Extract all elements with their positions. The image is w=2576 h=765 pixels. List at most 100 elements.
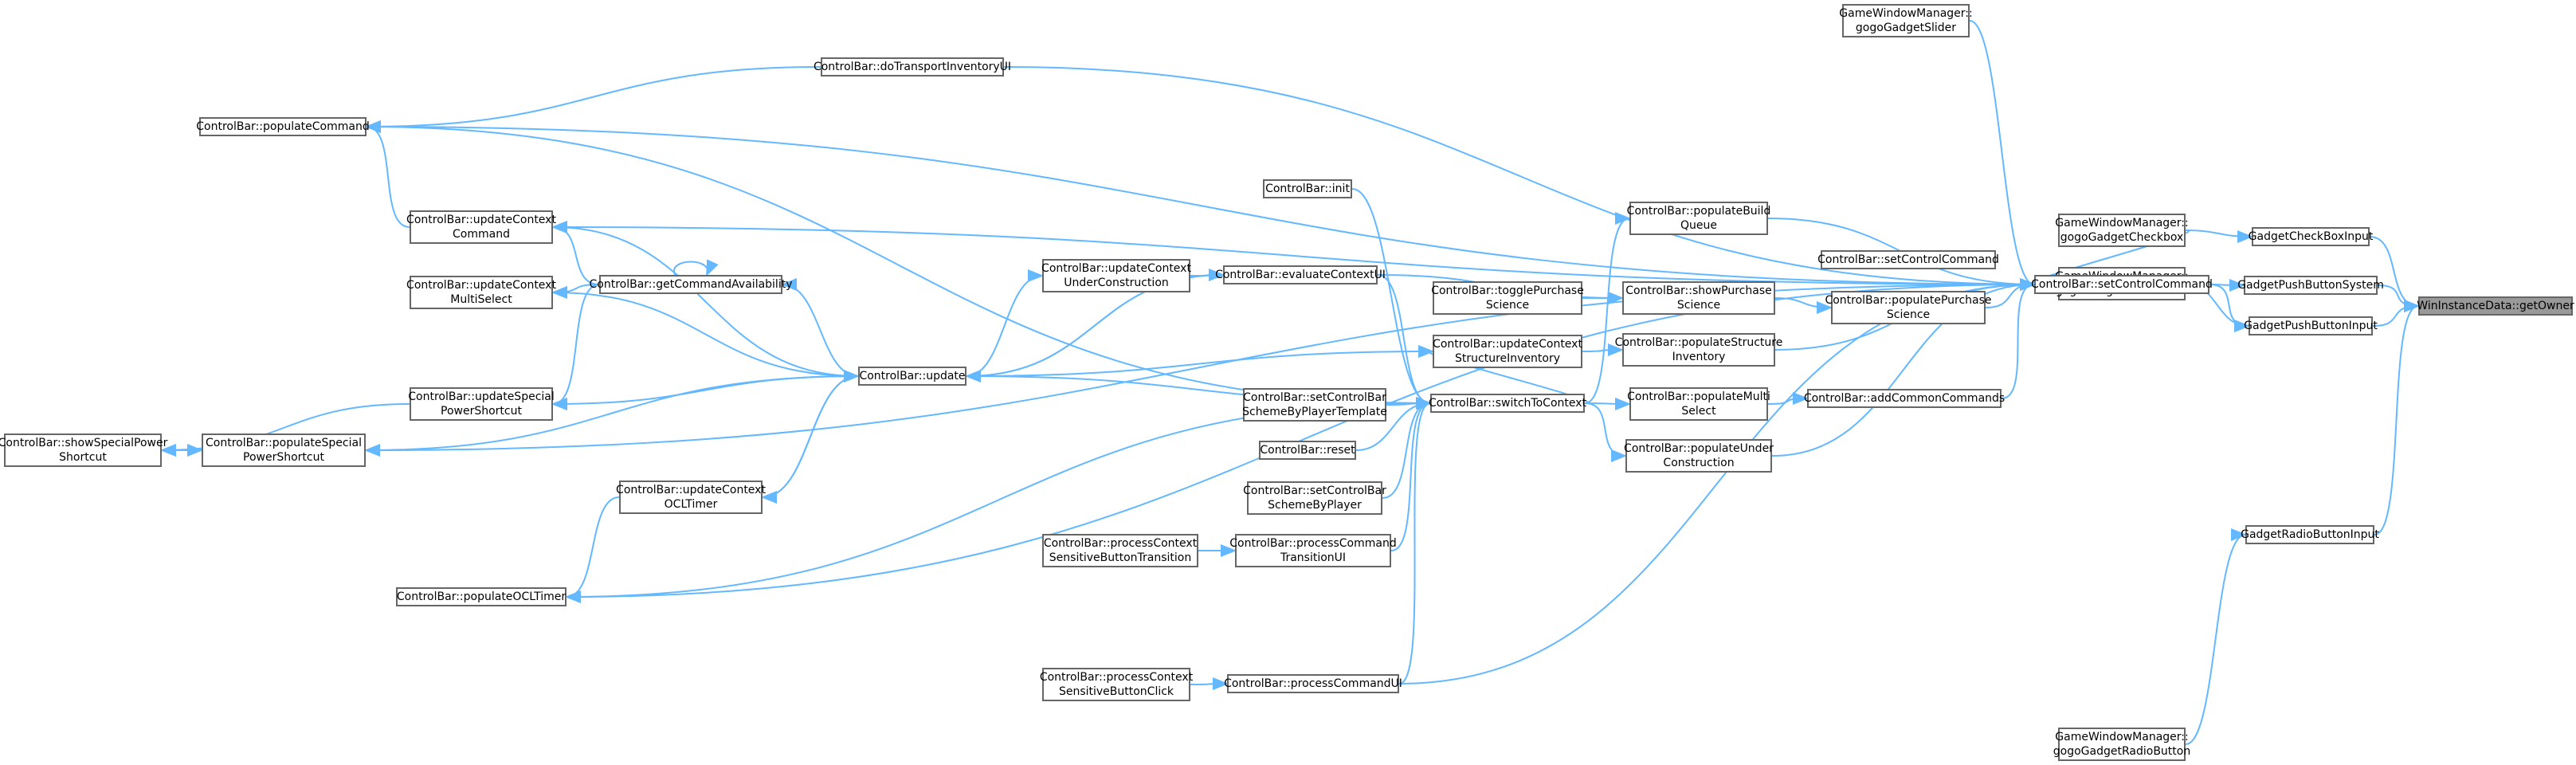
node-switch-to-context[interactable]: ControlBar::switchToContext: [1429, 394, 1587, 413]
node-gwm-gogo-gadget-checkbox[interactable]: GameWindowManager::gogoGadgetCheckbox: [2055, 214, 2189, 247]
node-label: ControlBar::showSpecialPower: [0, 437, 168, 449]
node-label-line2: gogoGadgetRadioButton: [2053, 745, 2191, 758]
edge-update-to-updateContextCommand: [551, 221, 859, 377]
edge-getCommandAvailability-to-updateContextMultiSelect: [551, 284, 600, 299]
node-label-line2: SensitiveButtonTransition: [1049, 551, 1192, 564]
node-label-line2: OCLTimer: [664, 498, 718, 511]
node-get-command-availability[interactable]: ControlBar::getCommandAvailability: [590, 275, 793, 294]
node-label: ControlBar::populateMulti: [1627, 390, 1770, 403]
edge-getCommandAvailability-to-updateSpecialPowerShortcut: [551, 284, 600, 410]
edge-gadgetRadioButtonInput-to-getOwner: [2374, 300, 2420, 536]
edge-update-to-updateContextMultiSelect: [551, 286, 859, 377]
node-gadget-check-box-input[interactable]: GadgetCheckBoxInput: [2249, 227, 2373, 246]
node-label: ControlBar::populateUnder: [1624, 442, 1774, 455]
edge-switchToContext-to-populateCommand: [365, 120, 1431, 404]
node-label-line2: gogoGadgetCheckbox: [2060, 231, 2184, 244]
node-label-line2: Construction: [1663, 457, 1735, 469]
edge-gwmGogoGadgetRadioButton-to-gadgetRadioButtonInput: [2185, 528, 2247, 745]
node-label: GadgetPushButtonSystem: [2237, 279, 2384, 292]
node-set-control-command[interactable]: ControlBar::setControlCommand: [2031, 275, 2213, 294]
node-label: ControlBar::updateContext: [406, 214, 556, 226]
node-label: ControlBar::populateOCLTimer: [396, 590, 567, 603]
node-label: ControlBar::processContext: [1039, 671, 1194, 684]
node-do-transport-inventory-ui[interactable]: ControlBar::doTransportInventoryUI: [814, 57, 1011, 76]
node-label-line2: PowerShortcut: [243, 451, 324, 464]
node-label-line2: SchemeByPlayer: [1268, 499, 1362, 512]
node-gadget-radio-button-input[interactable]: GadgetRadioButtonInput: [2241, 525, 2379, 544]
node-process-command-ui[interactable]: ControlBar::processCommandUI: [1224, 674, 1402, 693]
node-label: GameWindowManager::: [2055, 217, 2189, 230]
node-label: ControlBar::togglePurchase: [1431, 284, 1584, 297]
node-label: ControlBar::setControlBar: [1243, 484, 1386, 497]
node-label: ControlBar::populateBuild: [1626, 205, 1771, 218]
node-label: ControlBar::processContext: [1043, 537, 1198, 550]
node-label-line2: Science: [1886, 308, 1931, 321]
edge-switchToContext-to-populateBuildQueue: [1584, 212, 1631, 404]
node-label-line2: Shortcut: [59, 451, 107, 464]
node-label-line2: UnderConstruction: [1064, 277, 1169, 289]
edge-gwmGogoGadgetSlider-to-setControlCommand: [1969, 20, 2036, 291]
node-label: ControlBar::switchToContext: [1429, 397, 1587, 410]
node-populate-command[interactable]: ControlBar::populateCommand: [196, 117, 370, 136]
edge-processContextSensitiveButtonClick-to-processCommandUI: [1190, 677, 1229, 691]
node-populate-ocl-timer[interactable]: ControlBar::populateOCLTimer: [396, 587, 567, 606]
node-label-line2: SchemeByPlayerTemplate: [1242, 406, 1387, 418]
node-label: ControlBar::doTransportInventoryUI: [813, 61, 1012, 73]
node-reset[interactable]: ControlBar::reset: [1259, 441, 1356, 460]
node-winInstanceData-getOwner: WinInstanceData::getOwner: [2417, 296, 2574, 316]
edge-gwmGogoGadgetCheckbox-to-gadgetCheckBoxInput: [2185, 230, 2253, 243]
edge-showPurchaseScience-to-populatePurchaseScience: [1774, 297, 1833, 314]
node-label: ControlBar::updateContext: [406, 279, 556, 292]
node-label: GameWindowManager::: [1839, 7, 1973, 20]
node-label-line2: MultiSelect: [450, 293, 512, 306]
node-init[interactable]: ControlBar::init: [1263, 179, 1352, 198]
node-gadget-push-button-input[interactable]: GadgetPushButtonInput: [2244, 316, 2378, 335]
node-gwm-gogo-gadget-slider[interactable]: GameWindowManager::gogoGadgetSlider: [1839, 4, 1973, 37]
node-update[interactable]: ControlBar::update: [858, 367, 966, 386]
node-label-line2: Queue: [1680, 219, 1717, 232]
edge-updateContextStructureInventory-to-populateStructureInventory: [1582, 343, 1624, 357]
edge-updateContextCommand-to-setControlCommand: [552, 226, 2036, 291]
edge-getCommandAvailability-to-getCommandAvailability: [672, 259, 719, 277]
node-evaluate-context-ui[interactable]: ControlBar::evaluateContextUI: [1215, 265, 1386, 284]
node-label: ControlBar::populateCommand: [196, 120, 370, 133]
node-gwm-gogo-gadget-radio-button[interactable]: GameWindowManager::gogoGadgetRadioButton: [2053, 728, 2190, 761]
node-label-line2: Science: [1485, 299, 1530, 312]
node-label: ControlBar::updateSpecial: [408, 390, 555, 403]
node-label: ControlBar::setControlBar: [1243, 391, 1386, 404]
edge-update-to-populateSpecialPowerShortcut: [364, 375, 859, 457]
edge-switchToContext-to-populateMultiSelect: [1584, 397, 1631, 410]
node-label-line2: Select: [1681, 405, 1716, 418]
node-label: ControlBar::processCommand: [1229, 537, 1397, 550]
edge-doTransportInventoryUI-to-populateCommand: [365, 66, 821, 133]
node-gadget-push-button-system[interactable]: GadgetPushButtonSystem: [2237, 276, 2384, 295]
edge-processCommandTransitionUI-to-switchToContext: [1390, 397, 1432, 551]
node-set-control-command-overload[interactable]: ControlBar::setControlCommand: [1817, 250, 1999, 269]
node-label: ControlBar::getCommandAvailability: [589, 278, 793, 291]
edge-doTransportInventoryUI-to-setControlCommand: [1003, 66, 2036, 291]
node-label-line2: Inventory: [1672, 351, 1726, 363]
node-label: GameWindowManager::: [2055, 731, 2189, 743]
node-add-common-commands[interactable]: ControlBar::addCommonCommands: [1804, 389, 2005, 408]
